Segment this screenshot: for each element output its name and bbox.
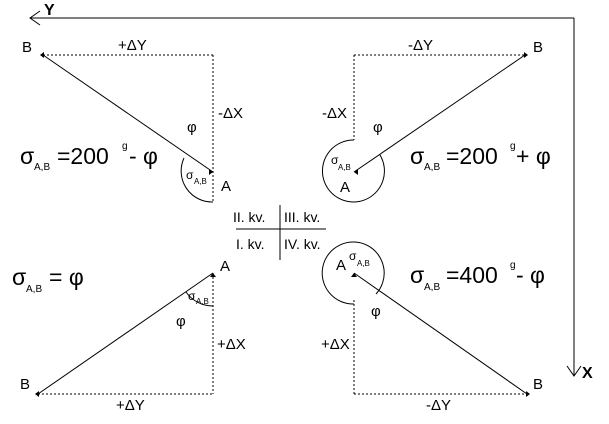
point-b-label: B [533,39,543,56]
formula-sup: g [510,260,516,271]
label-ii-kv: II. kv. [233,209,265,225]
point-marker [351,273,357,277]
side-ab [353,272,528,395]
point-a-label: A [340,179,350,196]
label-iii-kv: III. kv. [284,209,320,225]
bearing-arc [180,157,214,203]
point-marker [35,391,39,397]
quadrant-iii: B -ΔY -ΔX φ A σ A,B σ A,B =200 g + φ [321,37,551,203]
point-b-label: B [22,39,32,56]
bearing-arc [321,139,385,203]
dy-label: +ΔY [116,397,145,414]
side-ab [37,272,214,395]
bearing-arc [185,291,214,307]
point-marker [526,391,530,397]
quadrant-i: B +ΔY +ΔX φ A σ A,B σ A,B = φ [12,258,246,414]
dx-label: -ΔX [322,105,347,122]
formula-sup: g [122,141,128,152]
x-axis-arrow [566,365,582,377]
formula-op: + φ [516,143,551,169]
dy-label: -ΔY [408,37,433,54]
point-b-label: B [20,376,30,393]
formula-sub: A,B [424,282,440,293]
quadrant-iv: B -ΔY +ΔX φ A σ A,B σ A,B =400 g - φ [321,241,545,414]
y-axis-label: Y [44,2,55,19]
sigma-small-sub: A,B [338,163,351,172]
formula-sigma: σ [410,262,424,288]
formula-op: - φ [516,262,545,288]
formula-sub: A,B [26,284,42,295]
dx-label: +ΔX [321,336,350,353]
sigma-small: σ [188,289,196,303]
label-i-kv: I. kv. [236,236,265,252]
phi-label: φ [176,313,186,330]
sigma-small: σ [349,249,357,263]
formula-op: - φ [129,143,158,169]
dy-label: +ΔY [118,37,147,54]
point-marker [209,169,213,175]
formula-sigma: σ [20,143,34,169]
formula-sub: A,B [424,162,440,173]
dy-label: -ΔY [426,397,451,414]
label-iv-kv: IV. kv. [284,236,321,252]
dx-label: -ΔX [218,105,243,122]
sigma-small: σ [186,168,194,182]
point-a-label: A [221,178,231,195]
dx-label: +ΔX [217,336,246,353]
sigma-small-sub: A,B [196,297,209,306]
formula-main: =200 [57,143,109,169]
point-a-label: A [336,257,346,274]
formula-main: = φ [49,264,84,290]
sigma-small-sub: A,B [357,259,370,268]
quadrant-ii: B +ΔY -ΔX φ A σ A,B σ A,B =200 g - φ [20,37,243,203]
side-ab [42,54,214,173]
point-b-label: B [533,376,543,393]
formula-sup: g [510,141,516,152]
bearing-arc [321,241,385,305]
side-ab [353,54,526,173]
formula-main: =200 [446,143,498,169]
formula-sigma: σ [12,264,26,290]
point-marker [524,52,528,58]
phi-label: φ [371,303,381,320]
point-marker [40,52,44,58]
point-marker [354,169,358,175]
y-axis-arrow [29,10,41,26]
point-a-label: A [220,258,230,275]
x-axis-label: X [582,365,593,382]
sigma-small: σ [331,153,339,167]
formula-sigma: σ [410,143,424,169]
quadrant-legend: II. kv. III. kv. I. kv. IV. kv. [233,205,326,260]
sigma-small-sub: A,B [194,177,207,186]
formula-main: =400 [446,262,498,288]
phi-label: φ [187,119,197,136]
axes [29,10,582,377]
formula-sub: A,B [34,162,50,173]
phi-label: φ [373,119,383,136]
point-marker [210,273,216,277]
